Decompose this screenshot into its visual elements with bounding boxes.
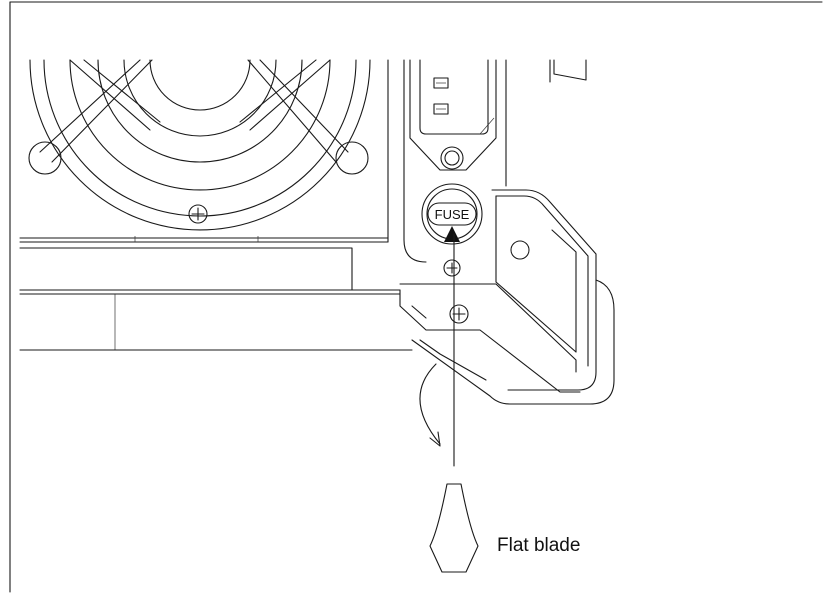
screw-icon [443, 259, 461, 277]
rotate-arrow-icon [419, 363, 441, 447]
screw-icon [188, 204, 208, 224]
power-inlet-icon [403, 59, 587, 263]
diagram-frame [9, 1, 823, 593]
fan-guard-icon [28, 59, 371, 231]
corner-bracket [399, 189, 615, 405]
screwdriver-icon [429, 483, 479, 573]
fuse-label: FUSE [435, 207, 470, 222]
fuse-holder-icon: FUSE [421, 183, 483, 245]
screw-icon [449, 304, 469, 324]
chassis-panel [19, 59, 413, 351]
flat-blade-label: Flat blade [497, 535, 580, 556]
